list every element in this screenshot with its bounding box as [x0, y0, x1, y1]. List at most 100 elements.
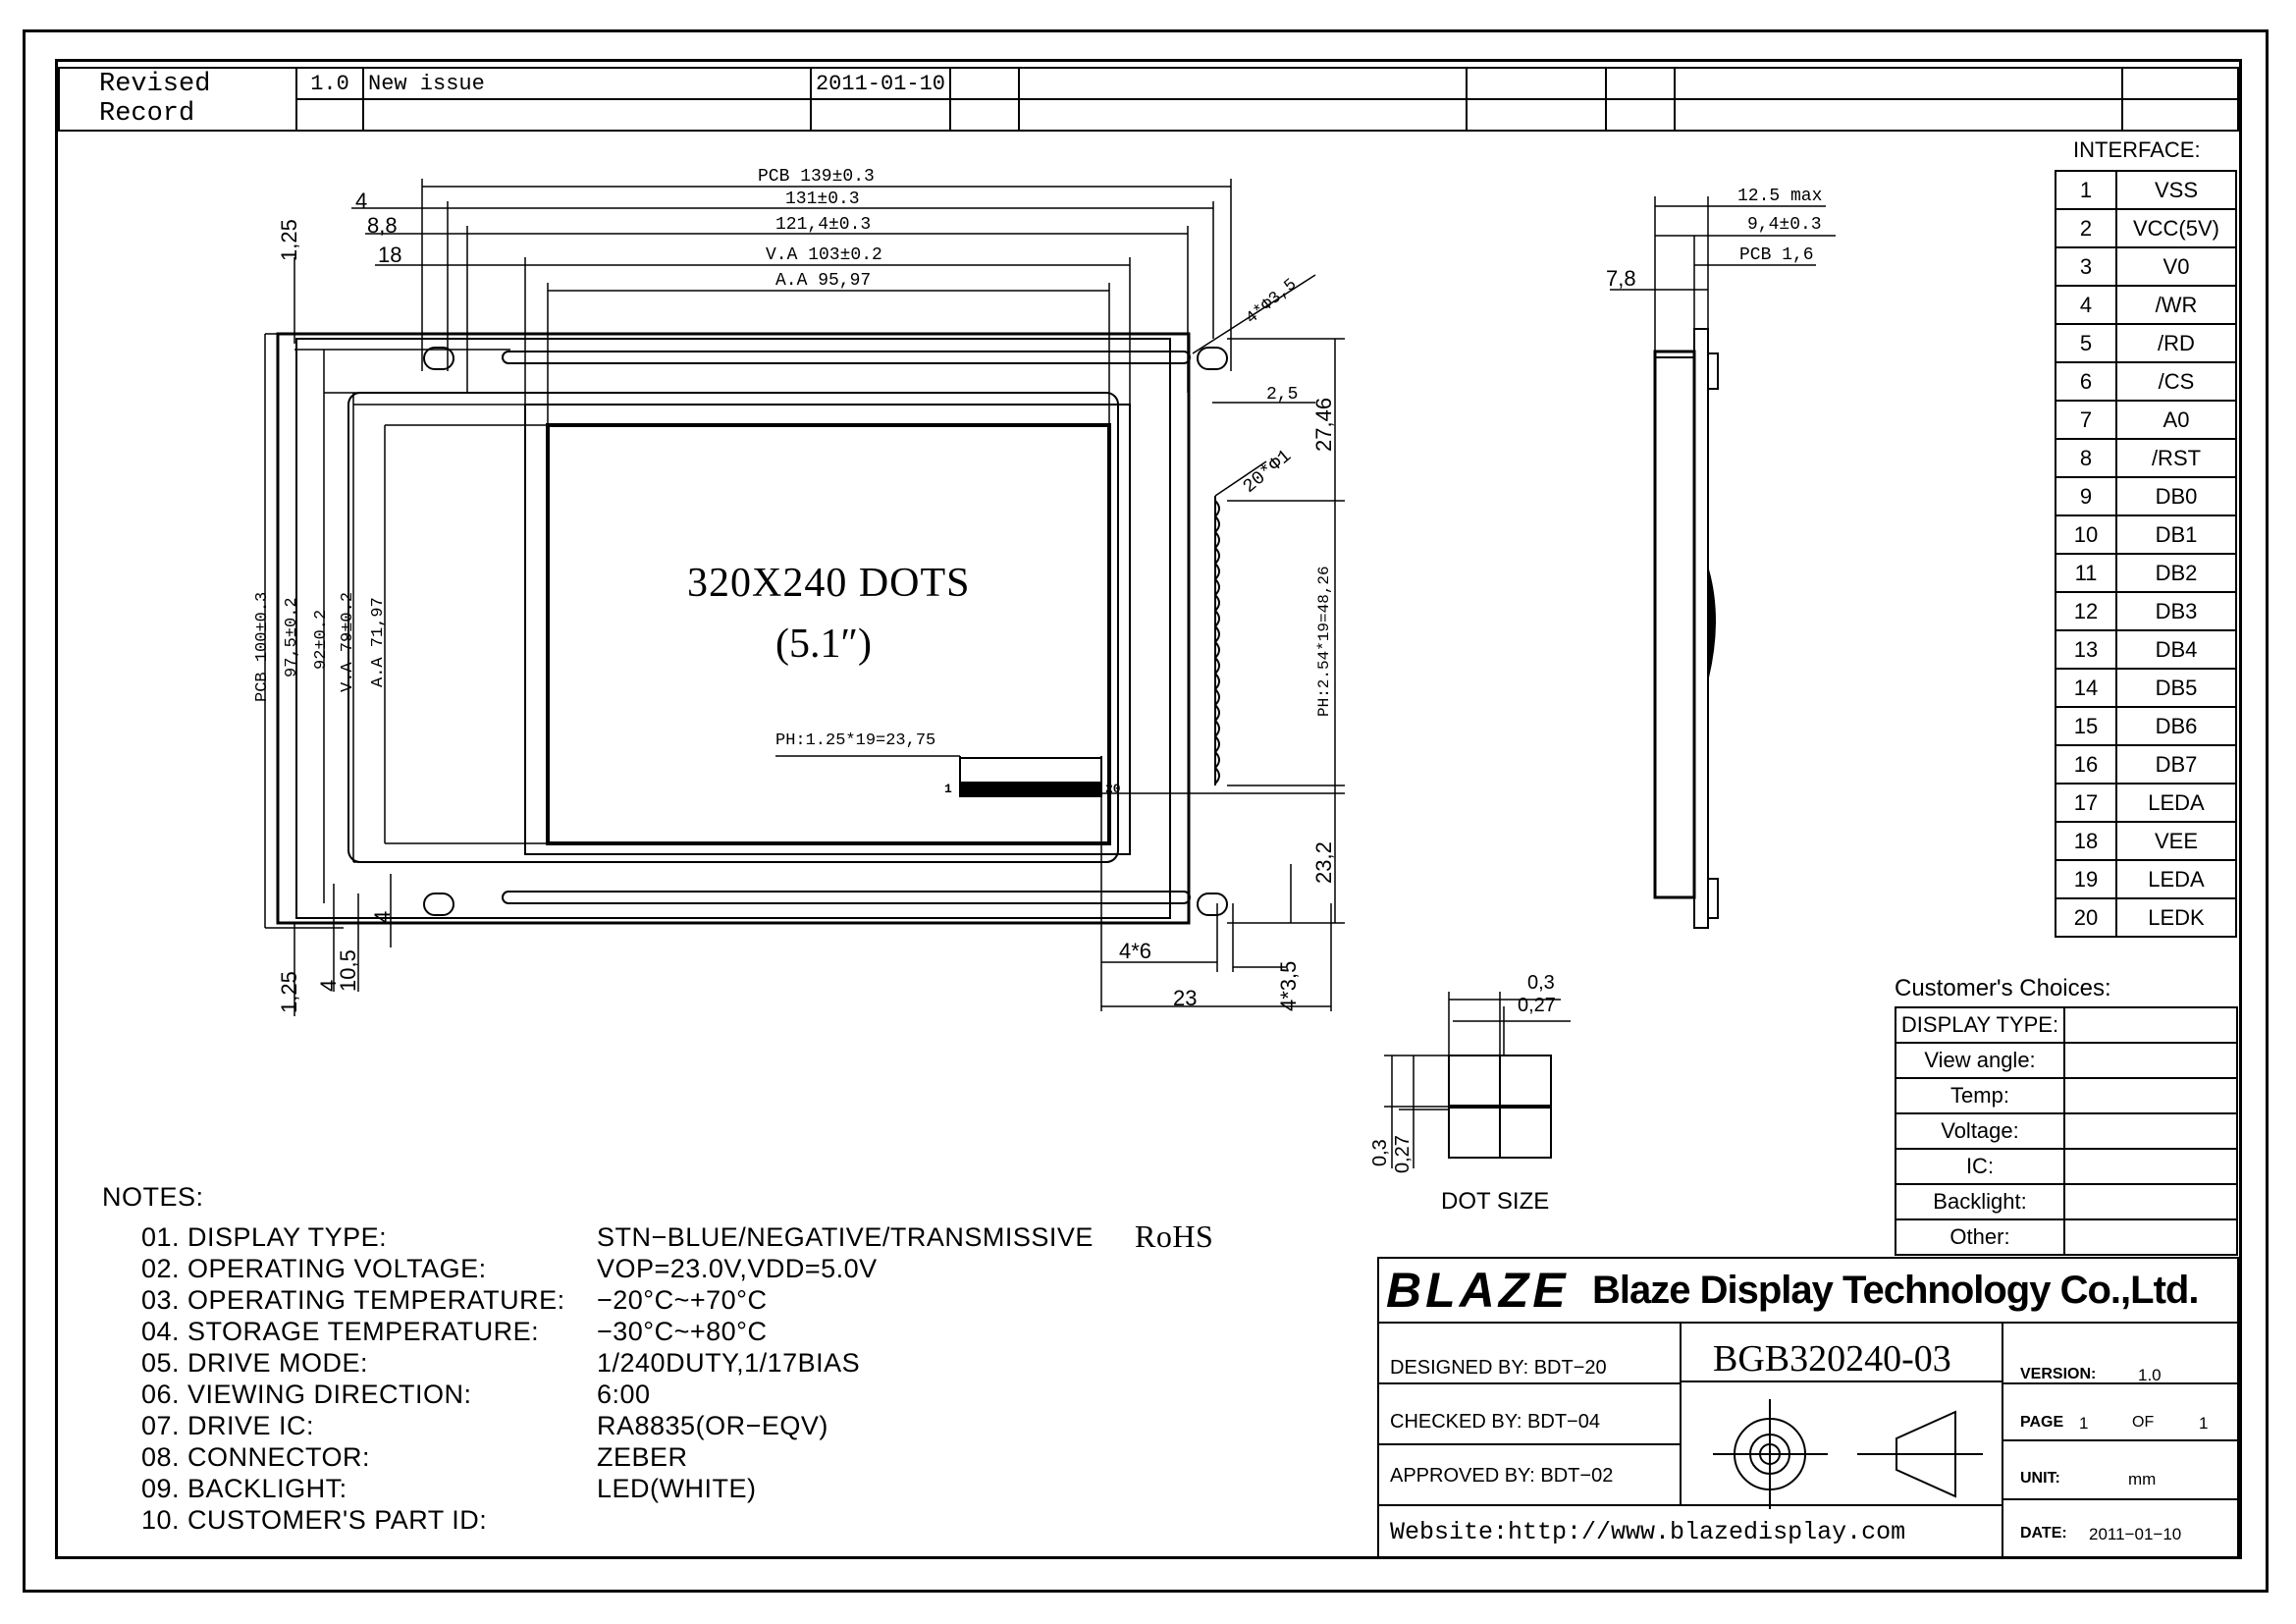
dim-2-5: 2,5 [1266, 385, 1299, 405]
note-label: 10. CUSTOMER'S PART ID: [141, 1505, 488, 1535]
customer-field-value[interactable] [2063, 1148, 2238, 1185]
pin-number: 8 [2055, 438, 2117, 478]
dim-pcb-height: PCB 100±0.3 [253, 591, 272, 702]
customer-row: Backlight: [1895, 1183, 2238, 1220]
interface-header: INTERFACE: [2073, 137, 2201, 162]
unit-value: mm [2128, 1470, 2157, 1489]
customer-row: Temp: [1895, 1077, 2238, 1114]
active-area [546, 423, 1111, 845]
note-value: ZEBER [597, 1442, 688, 1472]
revision-title-line1: Revised [99, 70, 211, 99]
pin-number: 7 [2055, 400, 2117, 440]
dot-dim-0-3-top: 0,3 [1527, 972, 1555, 994]
pin-name: LEDK [2115, 897, 2237, 938]
of-value: 1 [2199, 1414, 2209, 1433]
customer-row: DISPLAY TYPE: [1895, 1006, 2238, 1044]
pin-name: VEE [2115, 821, 2237, 861]
customer-field-value[interactable] [2063, 1077, 2238, 1114]
unit-cell [2002, 1439, 2239, 1500]
notes-title: NOTES: [102, 1182, 204, 1212]
dim-aa-width: A.A 95,97 [775, 271, 872, 291]
customer-field-value[interactable] [2063, 1183, 2238, 1220]
pin-number: 18 [2055, 821, 2117, 861]
side-view-body [1653, 350, 1696, 899]
dim-pin-pitch-right: PH:2.54*19=48,26 [1315, 566, 1333, 717]
customer-field-label: View angle: [1895, 1042, 2065, 1079]
part-number: BGB320240-03 [1713, 1338, 1951, 1380]
dim-va-height: V.A 79±0.2 [339, 591, 357, 692]
interface-row: 4/WR [2055, 285, 2237, 325]
customer-field-value[interactable] [2063, 1042, 2238, 1079]
interface-row: 5/RD [2055, 323, 2237, 363]
pin-name: DB7 [2115, 744, 2237, 785]
pin-name: LEDA [2115, 783, 2237, 823]
viewing-area [524, 404, 1131, 855]
pin-name: /RST [2115, 438, 2237, 478]
pin-number: 12 [2055, 591, 2117, 631]
revision-title: Revised Record [58, 67, 297, 132]
customer-field-label: Temp: [1895, 1077, 2065, 1114]
note-value: STN−BLUE/NEGATIVE/TRANSMISSIVE [597, 1222, 1094, 1252]
designed-by: DESIGNED BY: BDT−20 [1390, 1357, 1607, 1379]
pin-name: V0 [2115, 246, 2237, 287]
pin-number: 10 [2055, 514, 2117, 555]
drawing-outer-frame [23, 29, 2269, 1593]
frame-outline [347, 392, 1119, 863]
page-value: 1 [2079, 1414, 2089, 1433]
pin-1-label: 1 [944, 782, 952, 796]
dim-23: 23 [1173, 986, 1198, 1010]
dot-dim-0-27-side: 0,27 [1392, 1135, 1414, 1173]
dim-4x6: 4*6 [1119, 939, 1152, 963]
pin-name: A0 [2115, 400, 2237, 440]
customer-field-value[interactable] [2063, 1218, 2238, 1256]
customer-field-label: IC: [1895, 1148, 2065, 1185]
note-value: 6:00 [597, 1380, 651, 1409]
customer-field-value[interactable] [2063, 1006, 2238, 1044]
note-value: −30°C~+80°C [597, 1317, 768, 1346]
pcb-outline [276, 332, 1191, 925]
customer-row: View angle: [1895, 1042, 2238, 1079]
pin-name: /CS [2115, 361, 2237, 402]
customer-choices-table: DISPLAY TYPE:View angle:Temp:Voltage:IC:… [1895, 1006, 2238, 1256]
dim-27-46: 27,46 [1311, 397, 1336, 452]
dim-1-25-top: 1,25 [277, 219, 301, 261]
pin-name: DB5 [2115, 668, 2237, 708]
date-value: 2011−01−10 [2089, 1525, 2182, 1543]
pin-number: 4 [2055, 285, 2117, 325]
unit-label: UNIT: [2020, 1470, 2060, 1487]
pin-number: 9 [2055, 476, 2117, 516]
version-value: 1.0 [2138, 1366, 2162, 1384]
pin-20-label: 20 [1105, 782, 1121, 796]
note-value: VOP=23.0V,VDD=5.0V [597, 1254, 878, 1283]
pin-number: 6 [2055, 361, 2117, 402]
note-label: 08. CONNECTOR: [141, 1442, 371, 1472]
dim-4x3-5: 4*3,5 [1276, 960, 1301, 1011]
note-label: 02. OPERATING VOLTAGE: [141, 1254, 487, 1283]
projection-symbol-cell [1680, 1380, 2003, 1506]
pin-name: DB3 [2115, 591, 2237, 631]
customer-field-value[interactable] [2063, 1112, 2238, 1150]
dim-aa-height: A.A 71,97 [369, 597, 388, 687]
interface-row: 8/RST [2055, 438, 2237, 478]
note-label: 04. STORAGE TEMPERATURE: [141, 1317, 540, 1346]
revision-table: Revised Record 1.0 New issue 2011-01-10 [58, 67, 2239, 132]
pin-name: LEDA [2115, 859, 2237, 899]
pin-number: 5 [2055, 323, 2117, 363]
customer-row: IC: [1895, 1148, 2238, 1185]
display-resolution: 320X240 DOTS [687, 561, 971, 606]
pin-name: /RD [2115, 323, 2237, 363]
website: Website:http://www.blazedisplay.com [1390, 1518, 1906, 1546]
note-label: 09. BACKLIGHT: [141, 1474, 347, 1503]
pin-number: 20 [2055, 897, 2117, 938]
of-label: OF [2132, 1414, 2155, 1431]
customer-field-label: Backlight: [1895, 1183, 2065, 1220]
dim-4: 4 [355, 189, 368, 213]
pin-number: 2 [2055, 208, 2117, 248]
